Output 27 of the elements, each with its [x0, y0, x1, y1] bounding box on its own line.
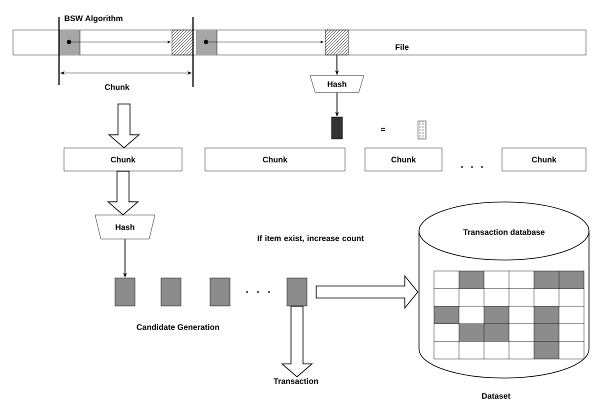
- chunk-box: Chunk: [502, 148, 586, 172]
- candidate-block: [114, 278, 136, 306]
- algorithm-label: BSW Algorithm: [64, 15, 122, 23]
- equals-sign: =: [381, 128, 386, 131]
- hash-box: Hash: [310, 75, 364, 93]
- caption-text: Dataset: [482, 393, 510, 399]
- database-cylinder: Transaction database: [418, 202, 590, 378]
- dotted-bar: [418, 120, 426, 140]
- block-arrow: [316, 274, 418, 310]
- block-arrow: [108, 104, 140, 148]
- block-arrow: [106, 170, 140, 216]
- hatched-block: [325, 30, 348, 56]
- candidate-block: [286, 278, 308, 306]
- note-text: If item exist, increase count: [258, 235, 364, 242]
- candidate-block: [160, 278, 182, 306]
- hash-box: Hash: [94, 214, 156, 240]
- candidate-block: [210, 278, 230, 306]
- chunk-box: Chunk: [204, 148, 346, 172]
- caption-text: Candidate Generation: [136, 324, 220, 330]
- output-text: Transaction: [274, 378, 318, 384]
- dimension-label: Chunk: [104, 84, 130, 90]
- chunk-box: Chunk: [364, 148, 442, 172]
- hash-bar: [331, 116, 343, 140]
- chunk-box: Chunk: [64, 148, 182, 172]
- bar-label: File: [396, 44, 409, 50]
- block-arrow: [280, 306, 314, 378]
- file-bar: [12, 30, 586, 56]
